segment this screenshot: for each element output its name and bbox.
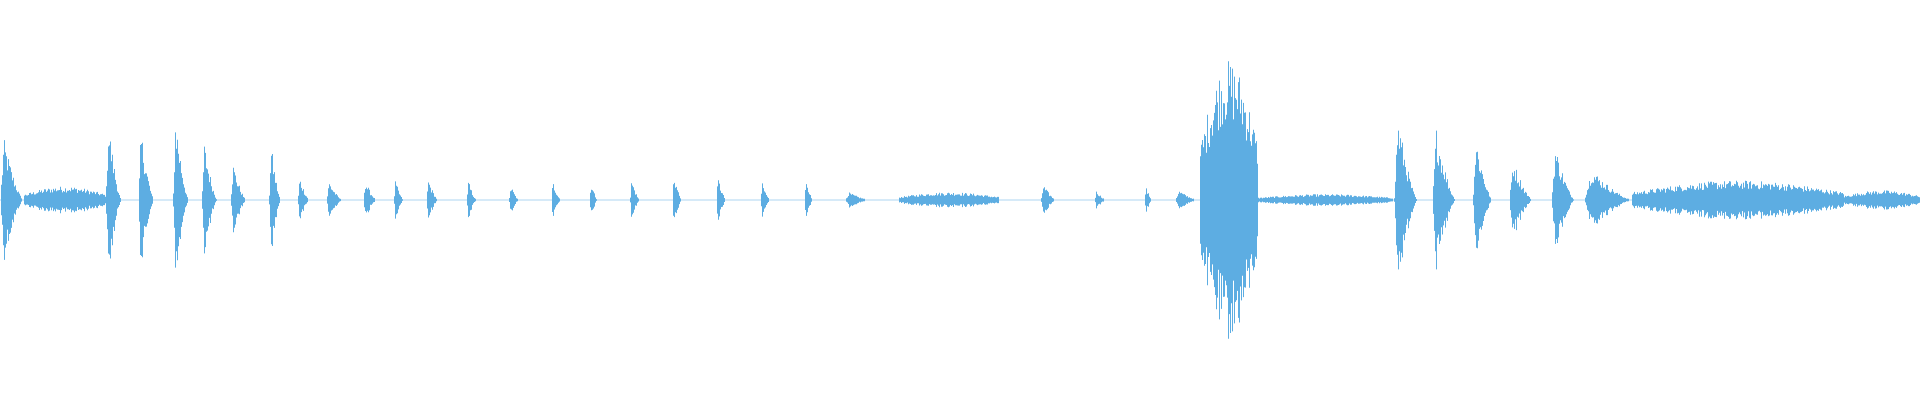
- waveform-path: [1, 61, 1920, 339]
- waveform-bars: [1, 61, 1920, 339]
